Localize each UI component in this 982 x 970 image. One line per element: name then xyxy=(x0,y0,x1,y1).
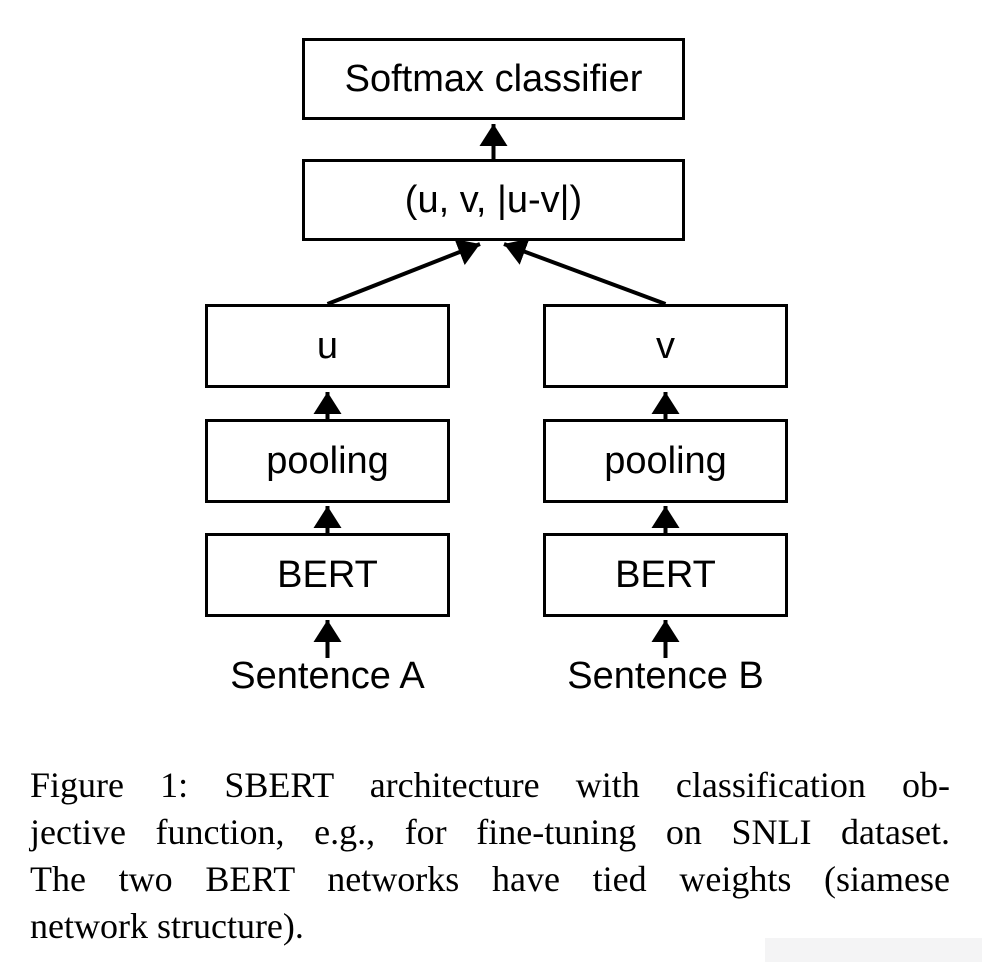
arrow-layer xyxy=(313,124,680,658)
softmax-classifier-box: Softmax classifier xyxy=(302,38,685,120)
bert-box-left: BERT xyxy=(205,533,450,617)
sentence-b-label: Sentence B xyxy=(567,655,764,697)
pooling-box-left: pooling xyxy=(205,419,450,503)
highlight-artifact xyxy=(765,938,982,962)
pooling-box-right: pooling xyxy=(543,419,788,503)
bert-box-right: BERT xyxy=(543,533,788,617)
caption-line-2: jective function, e.g., for fine-tuning … xyxy=(30,812,950,852)
embedding-u-box: u xyxy=(205,304,450,388)
embedding-v-box: v xyxy=(543,304,788,388)
concat-features-box: (u, v, |u-v|) xyxy=(302,159,685,241)
sentence-a-label: Sentence A xyxy=(230,655,425,697)
caption-line-3: The two BERT networks have tied weights … xyxy=(30,859,950,899)
caption-line-4: network structure). xyxy=(30,906,304,946)
figure-caption: Figure 1: SBERT architecture with classi… xyxy=(30,762,950,950)
arrow-u-to-concat xyxy=(326,239,481,306)
arrow-v-to-concat xyxy=(503,238,667,306)
caption-line-1: Figure 1: SBERT architecture with classi… xyxy=(30,765,950,805)
sbert-architecture-diagram: Softmax classifier (u, v, |u-v|) u v poo… xyxy=(205,38,788,697)
